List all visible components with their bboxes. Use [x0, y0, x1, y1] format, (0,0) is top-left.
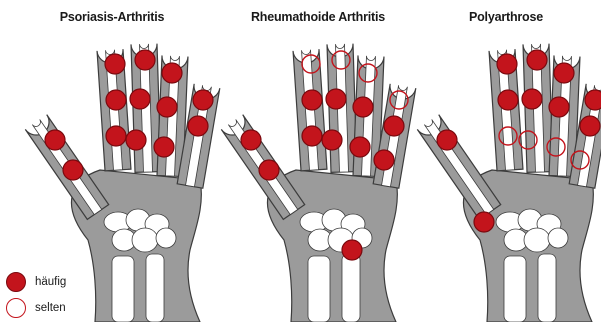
- radius-bone: [112, 256, 134, 322]
- joint-marker-little-dip: [193, 90, 213, 110]
- joint-marker-middle-pip: [130, 89, 150, 109]
- joint-marker-thumb-cmc: [474, 212, 494, 232]
- ulna-bone: [146, 254, 164, 322]
- hand-drawing: [221, 44, 416, 322]
- joint-marker-ring-pip: [157, 97, 177, 117]
- joint-marker-ring-pip: [549, 97, 569, 117]
- joint-marker-middle-dip: [527, 50, 547, 70]
- joint-marker-little-pip: [384, 116, 404, 136]
- joint-marker-thumb-mcp: [259, 160, 279, 180]
- joint-marker-index-dip: [105, 54, 125, 74]
- legend-label-frequent: häufig: [35, 276, 66, 288]
- joint-marker-index-mcp: [302, 126, 322, 146]
- joint-marker-thumb-ip: [437, 130, 457, 150]
- legend-item-rare: selten: [6, 298, 66, 318]
- carpal-bone: [132, 228, 158, 252]
- panel-title-polyarthrose: Polyarthrose: [406, 10, 601, 24]
- panel-title-psoriasis: Psoriasis-Arthritis: [12, 10, 212, 24]
- open-circle-icon: [6, 298, 26, 318]
- joint-marker-index-dip: [497, 54, 517, 74]
- joint-marker-thumb-ip: [45, 130, 65, 150]
- hand-drawing: [417, 44, 601, 322]
- thumb-bone: [424, 119, 493, 214]
- joint-marker-ring-dip: [162, 63, 182, 83]
- joint-marker-index-pip: [498, 90, 518, 110]
- joint-marker-middle-mcp: [322, 130, 342, 150]
- joint-marker-index-mcp: [106, 126, 126, 146]
- joint-marker-ring-mcp: [154, 137, 174, 157]
- joint-marker-middle-mcp: [126, 130, 146, 150]
- joint-marker-thumb-ip: [241, 130, 261, 150]
- carpal-bone: [548, 228, 568, 248]
- joint-marker-ring-pip: [353, 97, 373, 117]
- joint-marker-middle-pip: [326, 89, 346, 109]
- joint-marker-index-pip: [106, 90, 126, 110]
- joint-marker-middle-pip: [522, 89, 542, 109]
- joint-marker-little-dip: [585, 90, 601, 110]
- legend-item-frequent: häufig: [6, 272, 66, 292]
- radius-bone: [504, 256, 526, 322]
- joint-marker-index-pip: [302, 90, 322, 110]
- carpal-bone: [156, 228, 176, 248]
- radius-bone: [308, 256, 330, 322]
- joint-marker-thumb-mcp: [63, 160, 83, 180]
- ulna-bone: [342, 254, 360, 322]
- panel-title-rheumatoid: Rheumathoide Arthritis: [218, 10, 418, 24]
- filled-circle-icon: [6, 272, 26, 292]
- joint-marker-middle-dip: [135, 50, 155, 70]
- legend-label-rare: selten: [35, 302, 66, 314]
- ulna-bone: [538, 254, 556, 322]
- joint-marker-little-pip: [188, 116, 208, 136]
- joint-marker-ring-dip: [554, 63, 574, 83]
- joint-marker-little-mcp: [374, 150, 394, 170]
- joint-marker-ring-mcp: [350, 137, 370, 157]
- joint-marker-little-pip: [580, 116, 600, 136]
- carpal-bone: [524, 228, 550, 252]
- joint-marker-wrist-carpus: [342, 240, 362, 260]
